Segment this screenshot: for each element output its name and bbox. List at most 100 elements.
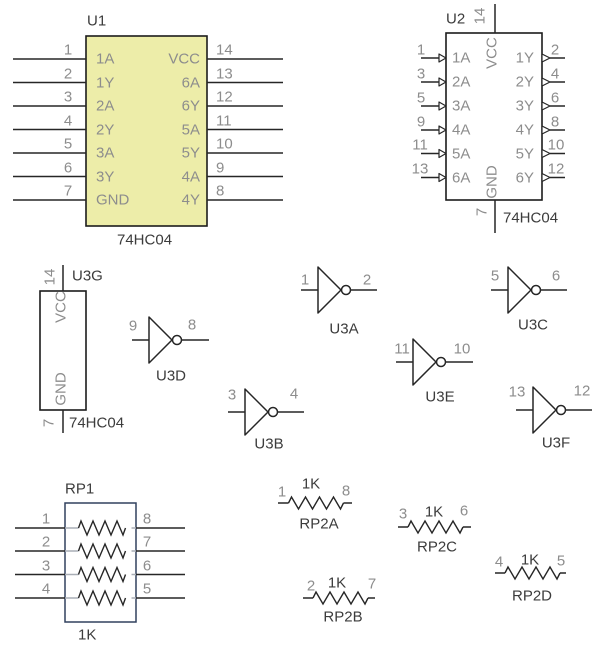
u2-symbol-graphics: [421, 4, 565, 233]
u2-pin-label: 4A: [452, 121, 471, 139]
u1-pin-label: 2Y: [96, 121, 115, 138]
resistor-pin-number: 1: [277, 483, 287, 501]
u2-vcc-pin-number: 14: [471, 7, 489, 25]
u2-pin-number: 11: [412, 136, 428, 154]
u3g-gnd-pin-number: 7: [40, 418, 58, 428]
u1-pin-number: 7: [63, 182, 73, 200]
inverter-triangle: [317, 266, 342, 314]
u2-gnd-label: GND: [483, 165, 501, 199]
inverter-bubble: [530, 284, 542, 296]
resistor-zigzag: [407, 519, 464, 535]
u1-pin-label: 2A: [96, 97, 115, 115]
resistor-pin-number: 3: [398, 505, 408, 523]
resistor-zigzag: [77, 519, 127, 537]
gate-input-number: 9: [128, 317, 138, 335]
u2-gnd-pin-number: 7: [473, 207, 491, 217]
u1-pin-label: 5A: [181, 121, 200, 138]
u2-pin-arrow-icon: [541, 148, 551, 159]
gate-input-number: 11: [394, 340, 410, 358]
resistor-zigzag: [77, 542, 127, 560]
u2-pin-number: 5: [416, 89, 426, 106]
resistor-pin-number: 5: [556, 552, 566, 570]
u1-pin-number: 12: [216, 88, 233, 106]
rp1-pin-number: 5: [142, 580, 152, 598]
rp1-value: 1K: [78, 626, 97, 644]
gate-u3a-graphics: [301, 266, 377, 314]
u1-pin-label: GND: [96, 191, 130, 209]
u2-pin-label: 6A: [452, 169, 471, 186]
gate-input-number: 3: [227, 386, 237, 404]
resistor-pin-number: 8: [341, 482, 351, 500]
u2-pin-arrow-icon: [541, 101, 551, 111]
u1-part-number: 74HC04: [117, 231, 173, 249]
u1-pin-number: 8: [216, 182, 225, 200]
resistor-pin-number: 7: [367, 575, 377, 593]
u1-pin-number: 10: [216, 135, 233, 153]
resistor-designator: RP2A: [299, 515, 339, 533]
gate-designator: U3A: [329, 320, 359, 338]
u2-pin-arrow-icon: [541, 77, 551, 87]
u1-pin-label: 1Y: [96, 74, 115, 91]
resistor-pin-number: 6: [459, 502, 469, 520]
u3g-vcc-label: VCC: [52, 291, 70, 323]
u1-pin-label: 3Y: [96, 168, 115, 185]
inverter-bubble: [435, 356, 447, 368]
gate-output-number: 8: [187, 316, 197, 334]
inverter-bubble: [171, 334, 183, 346]
rp1-pin-number: 7: [142, 533, 152, 551]
rp1-pin-number: 6: [142, 557, 152, 574]
u1-pin-number: 3: [63, 88, 73, 106]
rp1-pin-number: 2: [41, 533, 51, 551]
u2-pin-number: 13: [411, 160, 429, 178]
u3g-gnd-label: GND: [52, 372, 70, 406]
u1-pin-number: 13: [216, 65, 233, 82]
u2-pin-number: 4: [550, 65, 560, 82]
gate-u3e-graphics: [396, 338, 473, 386]
inverter-triangle: [412, 338, 437, 386]
gate-output-number: 6: [551, 267, 561, 285]
gate-output-number: 10: [453, 340, 471, 358]
u2-pin-number: 2: [550, 41, 560, 58]
u1-pin-label: 6Y: [181, 97, 200, 115]
resistor-value: 1K: [520, 551, 540, 569]
u2-pin-number: 12: [547, 160, 565, 178]
u2-pin-number: 8: [550, 113, 560, 130]
gate-u3c-graphics: [491, 266, 567, 314]
resistor-value: 1K: [327, 574, 347, 592]
u2-pin-arrow-icon: [438, 172, 447, 183]
rp1-body: [64, 502, 137, 623]
u1-pin-label: 5Y: [181, 144, 200, 162]
resistor-designator: RP2D: [511, 587, 553, 605]
inverter-bubble: [555, 404, 567, 416]
inverter-triangle: [148, 316, 173, 364]
u2-pin-arrow-icon: [541, 125, 551, 135]
u1-pin-label: 3A: [96, 144, 115, 162]
rp1-pin-number: 8: [142, 510, 152, 528]
u2-pin-label: 3Y: [515, 97, 534, 115]
u1-pin-label: 6A: [181, 74, 200, 91]
u2-pin-label: 1Y: [515, 49, 534, 67]
gate-input-number: 5: [490, 267, 500, 285]
resistor-zigzag: [77, 565, 127, 584]
u2-pin-label: 4Y: [515, 121, 534, 139]
u2-pin-label: 2A: [452, 73, 471, 91]
gate-u3f-graphics: [516, 386, 592, 434]
resistor-pin-number: 2: [306, 577, 316, 595]
resistor-zigzag: [77, 589, 127, 607]
u3g-part-number: 74HC04: [69, 414, 125, 432]
gate-u3d-graphics: [132, 316, 209, 364]
u1-pin-label: VCC: [168, 50, 200, 68]
u2-vcc-label: VCC: [483, 37, 501, 69]
u3g-symbol-graphics: [39, 265, 87, 433]
u1-body: [85, 35, 208, 227]
gate-designator: U3B: [254, 435, 284, 453]
u2-pin-arrow-icon: [541, 172, 551, 183]
u2-pin-label: 3A: [452, 97, 471, 115]
rp2a-graphics: [278, 495, 352, 511]
u1-pin-number: 11: [216, 112, 232, 129]
u2-pin-arrow-icon: [438, 101, 447, 111]
u2-designator: U2: [446, 10, 466, 28]
u1-pin-label: 1A: [96, 50, 115, 68]
u1-designator: U1: [87, 12, 107, 30]
